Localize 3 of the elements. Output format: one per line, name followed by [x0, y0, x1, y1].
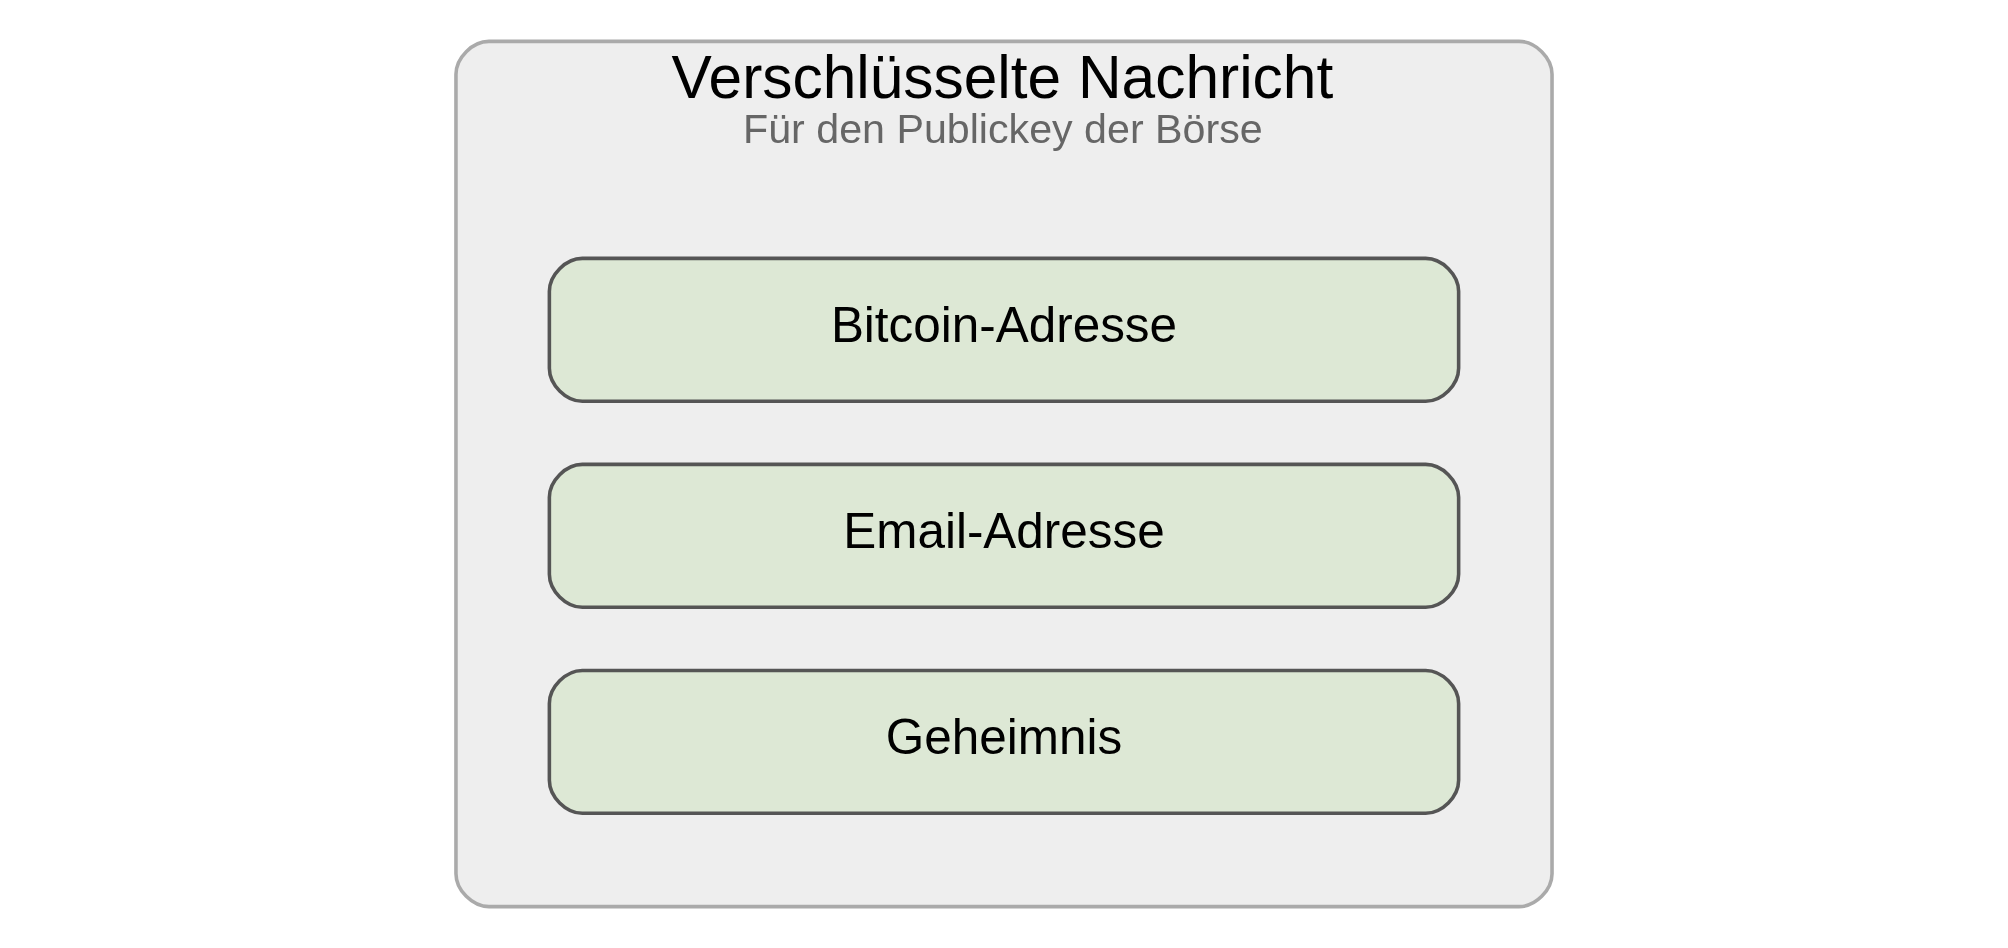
node-box: Geheimnis	[547, 668, 1461, 816]
node-box: Bitcoin-Adresse	[547, 256, 1461, 403]
node-box: Email-Adresse	[547, 462, 1461, 609]
